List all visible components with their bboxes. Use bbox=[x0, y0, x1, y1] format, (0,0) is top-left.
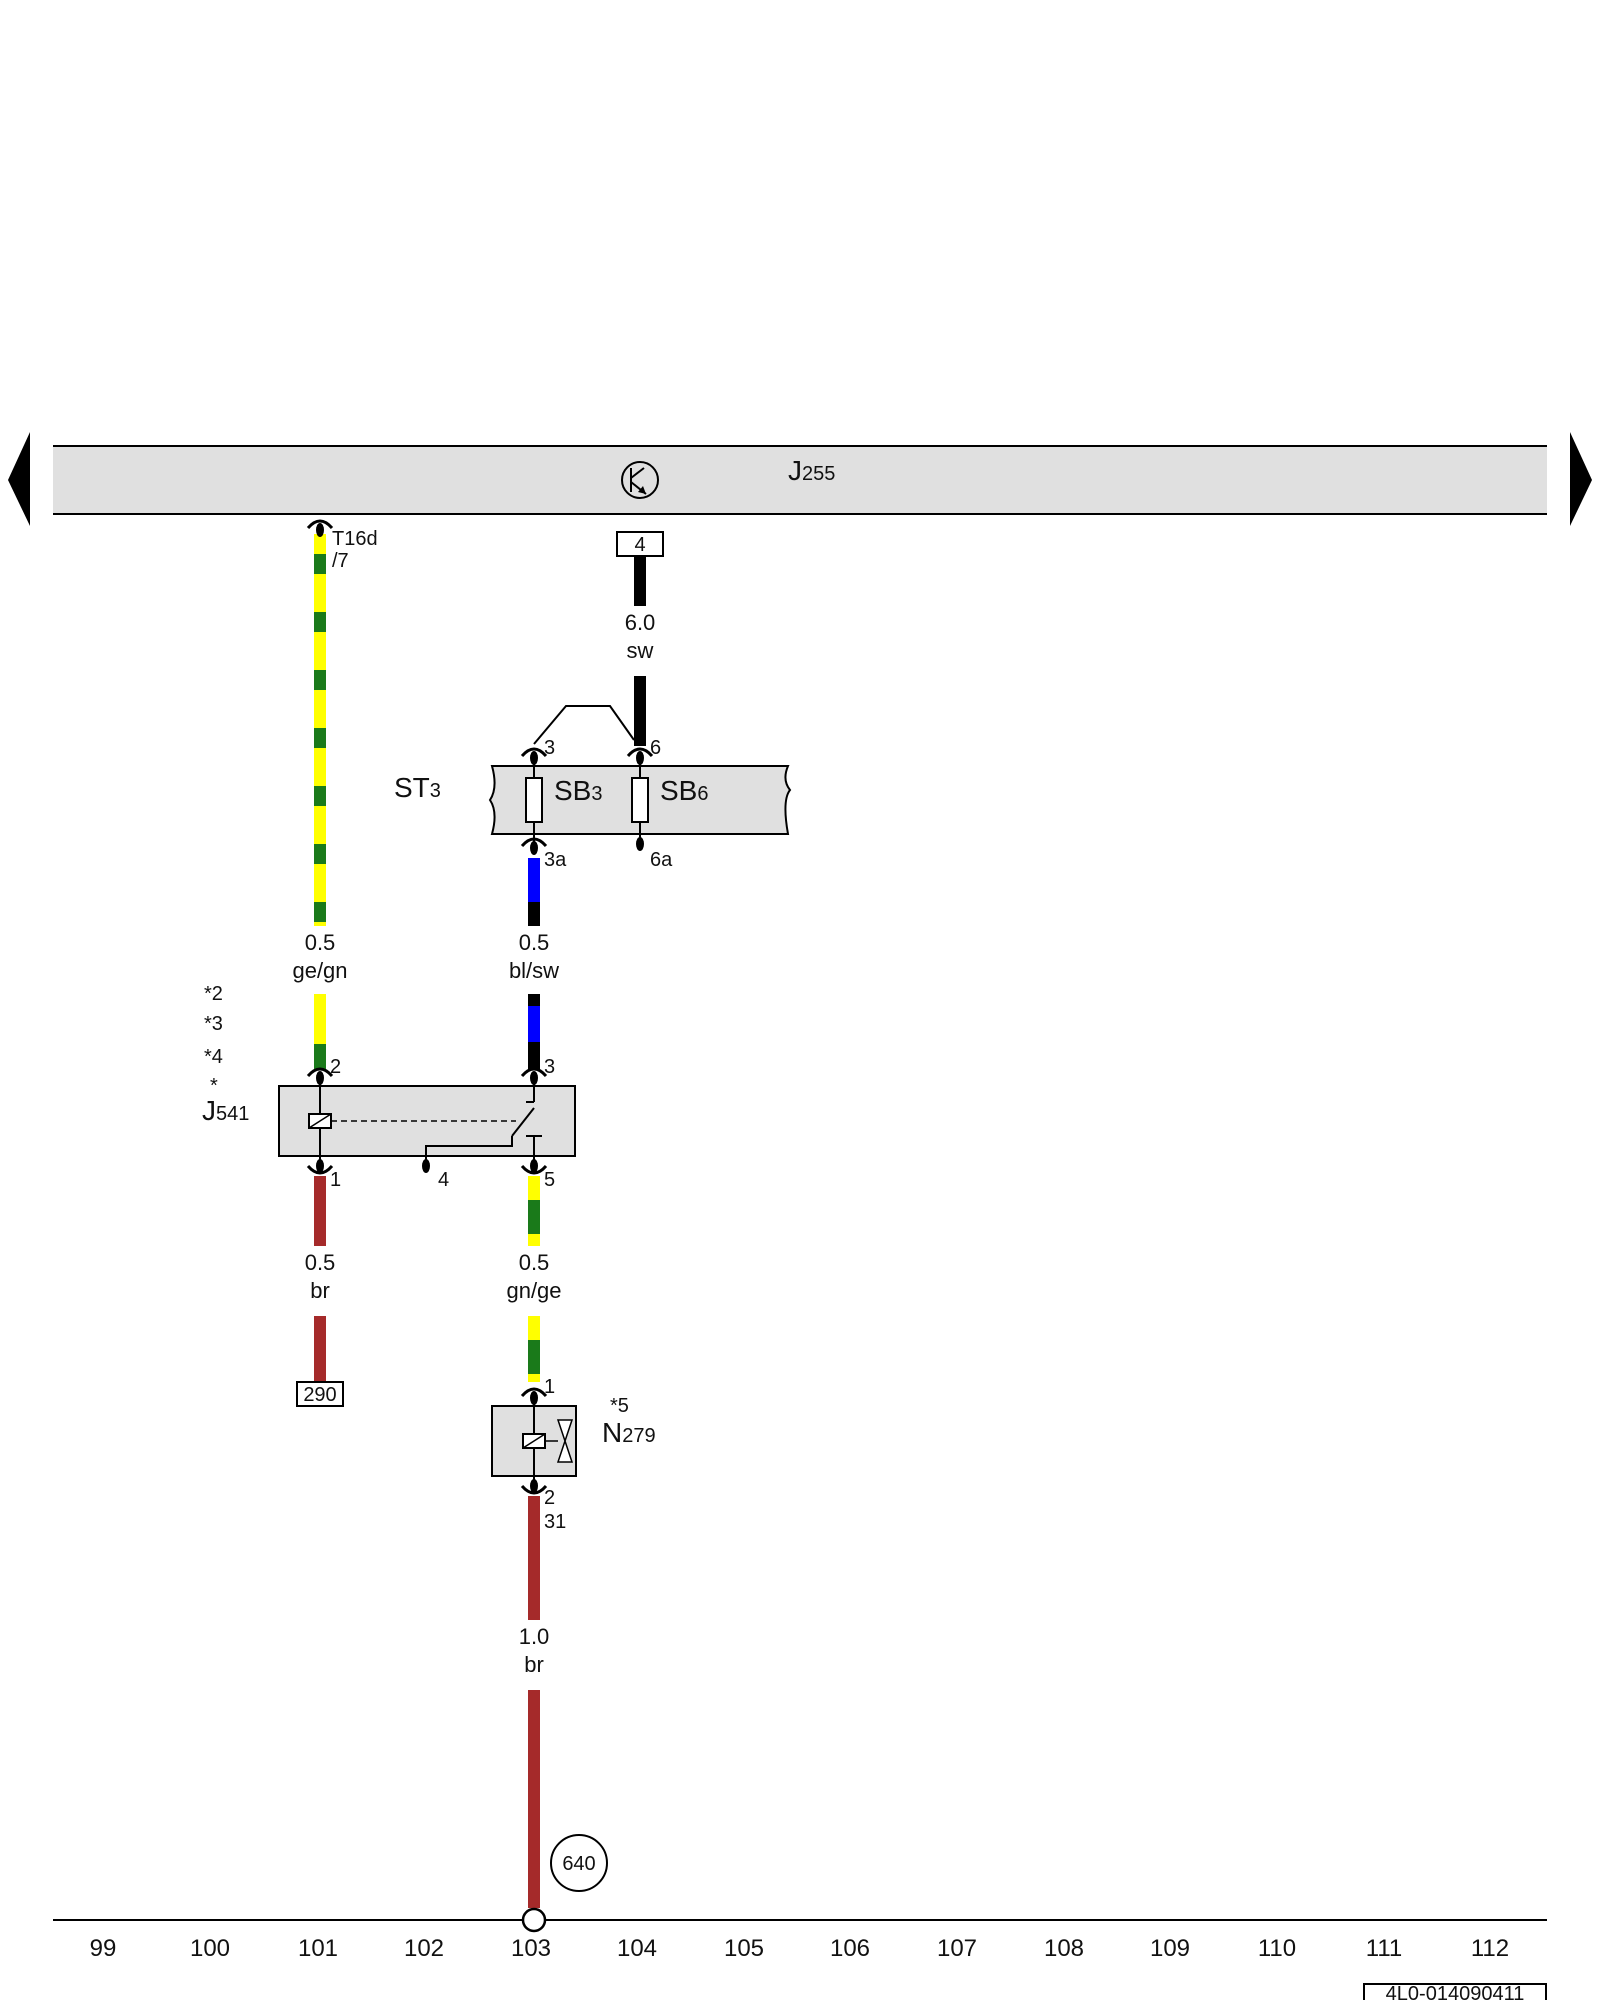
connector-pin bbox=[530, 751, 538, 765]
valve-label: N279 bbox=[602, 1417, 656, 1448]
connector-symbol bbox=[306, 1067, 334, 1078]
connector-symbol bbox=[520, 1387, 548, 1398]
wire-color-label: bl/sw bbox=[509, 958, 559, 983]
ref-box-290 bbox=[296, 1381, 344, 1407]
wire-color-label: ge/gn bbox=[292, 958, 347, 983]
connector-pin-open bbox=[636, 837, 644, 851]
pin-label: 2 bbox=[330, 1056, 341, 1078]
fuse-sb6-icon bbox=[631, 777, 649, 823]
connector-pin-open bbox=[422, 1159, 430, 1173]
connector-symbol bbox=[520, 1067, 548, 1078]
fuse-sb3-label: SB3 bbox=[554, 775, 602, 806]
fuse-carrier-label: ST3 bbox=[394, 772, 441, 803]
pin-label: 6 bbox=[650, 737, 661, 759]
connector-symbol bbox=[626, 747, 654, 758]
pin-label: 3 bbox=[544, 737, 555, 759]
connector-t16d-symbol bbox=[306, 519, 334, 530]
pin-label: 3a bbox=[544, 849, 567, 871]
wire-color-label: br bbox=[524, 1652, 544, 1677]
document-id-label: 4L0-014090411 bbox=[1386, 1983, 1525, 2000]
connector-pin bbox=[530, 1479, 538, 1493]
ruler-number: 101 bbox=[298, 1935, 338, 1962]
wire-size-label: 0.5 bbox=[305, 1250, 336, 1275]
relay-note: *4 bbox=[204, 1046, 223, 1068]
previous-page-arrow-icon[interactable] bbox=[8, 432, 30, 526]
column-ruler: 99 100 101 102 103 104 105 106 107 108 1… bbox=[90, 1935, 1509, 1962]
transistor-icon bbox=[621, 461, 659, 499]
ruler-number: 104 bbox=[617, 1935, 657, 1962]
relay-note: *2 bbox=[204, 983, 223, 1005]
valve-note: *5 bbox=[610, 1395, 629, 1417]
fuse-bridge-line bbox=[533, 705, 635, 745]
ruler-number: 110 bbox=[1258, 1935, 1296, 1962]
relay-switch-contact bbox=[511, 1107, 535, 1137]
ruler-number: 112 bbox=[1471, 1935, 1509, 1962]
ruler-number: 106 bbox=[830, 1935, 870, 1962]
ruler-number: 105 bbox=[724, 1935, 764, 1962]
wire-size-label: 0.5 bbox=[519, 1250, 550, 1275]
pin-label: 5 bbox=[544, 1169, 555, 1191]
valve-n279 bbox=[491, 1396, 577, 1486]
ruler-number: 103 bbox=[511, 1935, 551, 1962]
document-id-box bbox=[1363, 1983, 1547, 2000]
wire-size-label: 0.5 bbox=[519, 930, 550, 955]
ruler-number: 107 bbox=[937, 1935, 977, 1962]
connector-t16d-label: T16d bbox=[332, 528, 378, 550]
ground-connection-icon bbox=[521, 1907, 547, 1933]
connector-t16d-pin-label: /7 bbox=[332, 550, 349, 572]
connector-pin bbox=[316, 1159, 324, 1173]
ruler-number: 111 bbox=[1366, 1935, 1402, 1962]
relay-note: *3 bbox=[204, 1013, 223, 1035]
fuse-carrier-st3 bbox=[488, 756, 792, 844]
ground-point-badge bbox=[550, 1834, 608, 1892]
pin-label: 1 bbox=[544, 1376, 555, 1398]
wire-size-label: 0.5 bbox=[305, 930, 336, 955]
ruler-number: 102 bbox=[404, 1935, 444, 1962]
control-unit-j255: J255 bbox=[53, 445, 1547, 515]
ruler-number: 100 bbox=[190, 1935, 230, 1962]
ruler-number: 108 bbox=[1044, 1935, 1084, 1962]
ref-box-290-label: 290 bbox=[303, 1384, 336, 1406]
connector-pin bbox=[636, 751, 644, 765]
relay-j541 bbox=[278, 1076, 576, 1166]
wire-size-label: 1.0 bbox=[519, 1624, 550, 1649]
connector-symbol bbox=[520, 837, 548, 848]
relay-note: * bbox=[210, 1075, 218, 1097]
ruler-number: 99 bbox=[90, 1935, 117, 1962]
next-page-arrow-icon[interactable] bbox=[1570, 432, 1592, 526]
pin-label: 2 bbox=[544, 1487, 555, 1509]
connector-pin bbox=[530, 1071, 538, 1085]
wire-color-label: gn/ge bbox=[506, 1278, 561, 1303]
connector-pin bbox=[530, 1159, 538, 1173]
wire-size-label: 6.0 bbox=[625, 610, 656, 635]
ground-point-label: 640 bbox=[562, 1853, 595, 1875]
wire-color-label: sw bbox=[627, 638, 654, 663]
pin-label: 3 bbox=[544, 1056, 555, 1078]
fuse-sb6-label: SB6 bbox=[660, 775, 708, 806]
ruler-number: 109 bbox=[1150, 1935, 1190, 1962]
wire-color-label: br bbox=[310, 1278, 330, 1303]
connector-t16d-pin bbox=[316, 523, 324, 537]
pin-label: 1 bbox=[330, 1169, 341, 1191]
ref-box-4 bbox=[616, 531, 664, 557]
connector-symbol bbox=[520, 747, 548, 758]
fuse-sb3-icon bbox=[525, 777, 543, 823]
connector-pin bbox=[530, 841, 538, 855]
control-unit-label: J255 bbox=[788, 455, 835, 486]
valve-icon bbox=[556, 1419, 574, 1463]
relay-label: J541 bbox=[202, 1095, 249, 1126]
pin-label: 4 bbox=[438, 1169, 449, 1191]
connector-pin bbox=[316, 1071, 324, 1085]
pin-label: 6a bbox=[650, 849, 673, 871]
ref-box-4-label: 4 bbox=[634, 534, 645, 556]
terminal-label: 31 bbox=[544, 1511, 566, 1533]
